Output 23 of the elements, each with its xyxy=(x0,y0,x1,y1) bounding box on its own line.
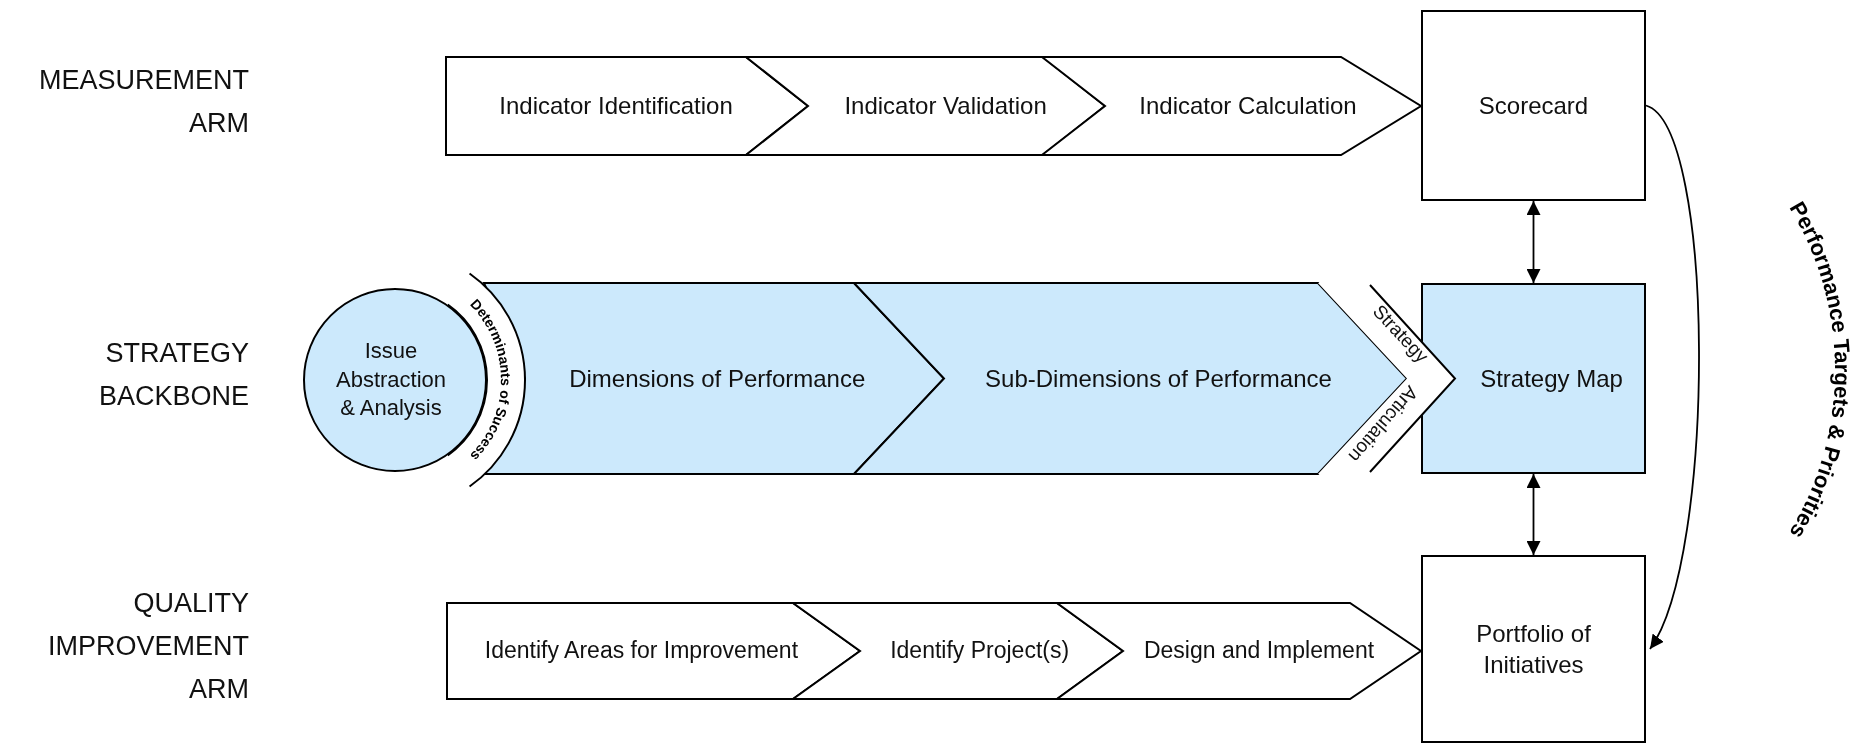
node-label: Sub-Dimensions of Performance xyxy=(985,363,1332,394)
node-label: Dimensions of Performance xyxy=(569,363,866,394)
row-label: MEASUREMENT ARM xyxy=(38,64,249,140)
node-label: Scorecard xyxy=(1478,90,1589,121)
node-label: Design and Implement xyxy=(1143,636,1375,666)
node-label: Strategy Map xyxy=(1480,363,1623,394)
node-label: Indicator Validation xyxy=(844,91,1047,122)
node-label: Issue Abstraction & Analysis xyxy=(334,337,448,423)
arrow xyxy=(1526,473,1541,556)
process-box xyxy=(1421,555,1646,743)
node-label: Indicator Calculation xyxy=(1139,91,1357,122)
node-label: Portfolio of Initiatives xyxy=(1475,618,1592,680)
process-box xyxy=(1421,10,1646,201)
node-label: Identify Project(s) xyxy=(890,636,1070,666)
node-label: Identify Areas for Improvement xyxy=(484,636,799,666)
chevron-step xyxy=(446,57,808,155)
arrow xyxy=(1526,200,1541,284)
row-label: QUALITY IMPROVEMENT ARM xyxy=(47,587,249,706)
chevron-step xyxy=(746,57,1105,155)
node-label: Indicator Identification xyxy=(499,91,733,122)
arrow xyxy=(1645,104,1700,650)
row-label: STRATEGY BACKBONE xyxy=(97,337,249,413)
chevron-step xyxy=(447,603,860,699)
